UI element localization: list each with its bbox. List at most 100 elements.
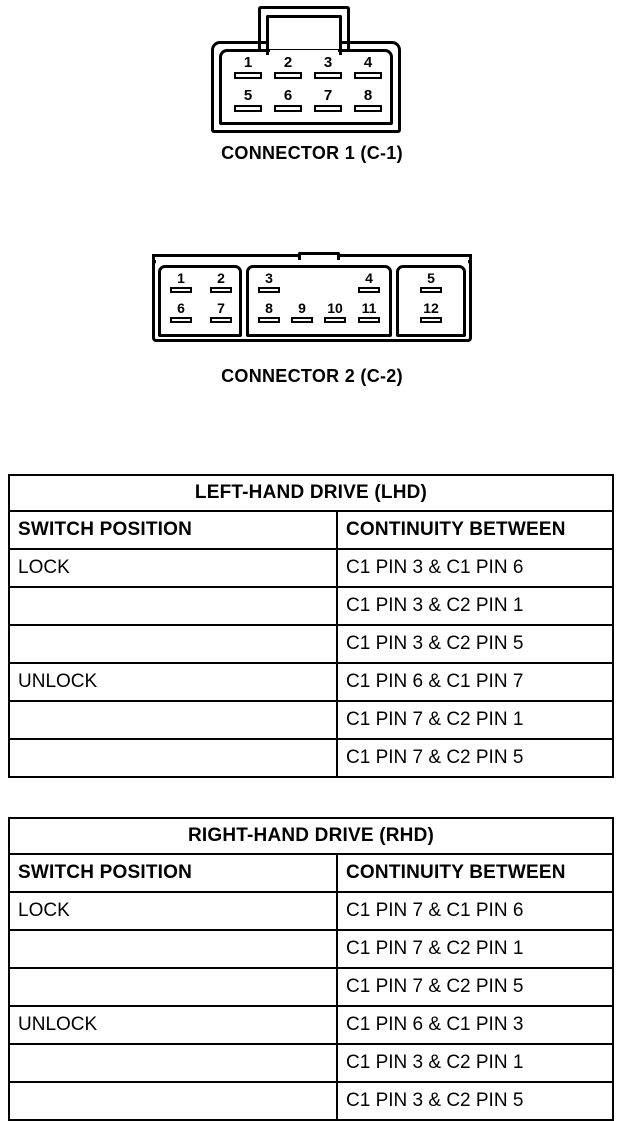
cell-switch-position: LOCK — [8, 891, 338, 931]
connector-2-pin-6: 6 — [164, 300, 198, 323]
pin-slot-icon — [258, 287, 280, 293]
table-row: UNLOCK C1 PIN 6 & C1 PIN 3 — [8, 1005, 614, 1045]
cell-switch-position — [8, 1081, 338, 1121]
pin-number: 12 — [423, 300, 439, 316]
cell-switch-position — [8, 738, 338, 778]
pin-slot-icon — [354, 72, 382, 79]
cell-continuity: C1 PIN 7 & C2 PIN 5 — [336, 967, 614, 1007]
pin-slot-icon — [234, 105, 262, 112]
cell-switch-position: LOCK — [8, 548, 338, 588]
cell-continuity: C1 PIN 3 & C2 PIN 1 — [336, 586, 614, 626]
pin-number: 11 — [361, 300, 377, 316]
table-row: C1 PIN 7 & C2 PIN 5 — [8, 738, 614, 778]
cell-continuity: C1 PIN 6 & C1 PIN 7 — [336, 662, 614, 702]
connector-1-inner-junction-mask — [270, 50, 338, 58]
connector-2-pin-4: 4 — [352, 270, 386, 293]
pin-slot-icon — [420, 317, 442, 323]
table-row: LOCK C1 PIN 7 & C1 PIN 6 — [8, 891, 614, 931]
cell-continuity: C1 PIN 7 & C2 PIN 5 — [336, 738, 614, 778]
connector-1-pin-4: 4 — [348, 55, 388, 79]
connector-2-section-right — [396, 265, 466, 337]
connector-2-pin-11: 11 — [352, 300, 386, 323]
table-row: C1 PIN 3 & C2 PIN 5 — [8, 624, 614, 664]
connector-2-lip-mask — [156, 260, 468, 268]
cell-switch-position — [8, 929, 338, 969]
pin-slot-icon — [210, 317, 232, 323]
cell-continuity: C1 PIN 7 & C2 PIN 1 — [336, 929, 614, 969]
cell-switch-position — [8, 586, 338, 626]
table-header-row: SWITCH POSITION CONTINUITY BETWEEN — [8, 510, 614, 550]
connector-1-pin-5: 5 — [228, 87, 268, 112]
table-title-row: LEFT-HAND DRIVE (LHD) — [8, 474, 614, 512]
pin-slot-icon — [274, 105, 302, 112]
connector-1-pin-row-top: 1 2 3 4 — [228, 54, 388, 84]
connector-2-pin-8: 8 — [252, 300, 286, 323]
connector-1-pin-grid: 1 2 3 4 5 6 — [228, 54, 388, 118]
continuity-table-rhd: RIGHT-HAND DRIVE (RHD) SWITCH POSITION C… — [8, 817, 614, 1121]
connector-2-pin-2: 2 — [204, 271, 238, 293]
column-header-continuity-between: CONTINUITY BETWEEN — [336, 510, 614, 550]
pin-number: 1 — [243, 54, 253, 71]
connector-2-pin-1: 1 — [164, 270, 198, 293]
column-header-switch-position: SWITCH POSITION — [8, 510, 338, 550]
cell-continuity: C1 PIN 3 & C1 PIN 6 — [336, 548, 614, 588]
connector-2-pin-7: 7 — [204, 300, 238, 323]
connector-2-pin-10: 10 — [318, 300, 352, 323]
connector-2-section-left — [158, 265, 242, 337]
connector-2-section-middle — [246, 265, 392, 337]
connector-1-pin-1: 1 — [228, 54, 268, 79]
pin-number: 8 — [265, 300, 273, 316]
table-row: C1 PIN 3 & C2 PIN 1 — [8, 1043, 614, 1083]
pin-number: 4 — [365, 270, 373, 286]
table-title: LEFT-HAND DRIVE (LHD) — [8, 474, 614, 512]
connector-2-pin-5: 5 — [414, 270, 448, 293]
cell-switch-position — [8, 700, 338, 740]
pin-number: 5 — [427, 270, 435, 286]
connector-1-inner-tab — [266, 15, 342, 55]
table-header-row: SWITCH POSITION CONTINUITY BETWEEN — [8, 853, 614, 893]
pin-slot-icon — [420, 287, 442, 293]
cell-switch-position — [8, 1043, 338, 1083]
connector-1-pin-7: 7 — [308, 87, 348, 112]
pin-number: 7 — [217, 300, 225, 316]
column-header-switch-position: SWITCH POSITION — [8, 853, 338, 893]
table-row: C1 PIN 7 & C2 PIN 1 — [8, 929, 614, 969]
connector-2-diagram: 1 2 6 7 3 4 8 9 10 11 5 — [0, 248, 624, 398]
table-row: UNLOCK C1 PIN 6 & C1 PIN 7 — [8, 662, 614, 702]
connector-2-pin-9: 9 — [285, 301, 319, 323]
pin-number: 2 — [283, 54, 293, 71]
connector-1-pin-2: 2 — [268, 54, 308, 79]
connector-2-pin-12: 12 — [414, 300, 448, 323]
cell-switch-position — [8, 967, 338, 1007]
pin-slot-icon — [354, 105, 382, 112]
pin-slot-icon — [358, 287, 380, 293]
pin-slot-icon — [274, 72, 302, 79]
table-row: C1 PIN 7 & C2 PIN 5 — [8, 967, 614, 1007]
pin-slot-icon — [234, 72, 262, 79]
pin-number: 10 — [327, 300, 343, 316]
connector-1-pin-6: 6 — [268, 87, 308, 112]
table-row: LOCK C1 PIN 3 & C1 PIN 6 — [8, 548, 614, 588]
cell-switch-position — [8, 624, 338, 664]
connector-1-pin-8: 8 — [348, 87, 388, 112]
pin-slot-icon — [291, 317, 313, 323]
pin-slot-icon — [258, 317, 280, 323]
cell-continuity: C1 PIN 7 & C1 PIN 6 — [336, 891, 614, 931]
pin-number: 3 — [265, 270, 273, 286]
table-title: RIGHT-HAND DRIVE (RHD) — [8, 817, 614, 855]
pin-slot-icon — [210, 287, 232, 293]
connector-1-pin-3: 3 — [308, 55, 348, 79]
pin-number: 6 — [177, 300, 185, 316]
pin-number: 7 — [323, 87, 333, 104]
pin-number: 5 — [243, 87, 253, 104]
connector-2-caption: CONNECTOR 2 (C-2) — [221, 366, 403, 386]
pin-number: 1 — [177, 270, 185, 286]
pin-slot-icon — [358, 317, 380, 323]
pin-number: 6 — [283, 87, 293, 104]
cell-switch-position: UNLOCK — [8, 1005, 338, 1045]
table-row: C1 PIN 3 & C2 PIN 1 — [8, 586, 614, 626]
pin-slot-icon — [170, 317, 192, 323]
connector-1-caption: CONNECTOR 1 (C-1) — [221, 143, 403, 163]
cell-continuity: C1 PIN 6 & C1 PIN 3 — [336, 1005, 614, 1045]
pin-number: 8 — [363, 87, 373, 104]
